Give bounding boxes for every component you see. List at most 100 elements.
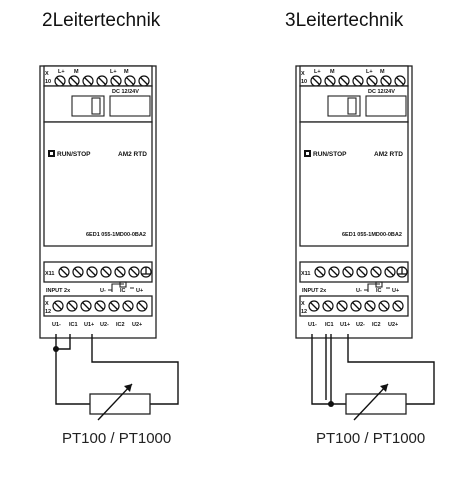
svg-text:X: X bbox=[301, 301, 305, 307]
ground-icon bbox=[140, 266, 152, 278]
terminal-screw-icon bbox=[136, 300, 148, 312]
supply-block bbox=[365, 95, 407, 117]
model-label: AM2 RTD bbox=[118, 151, 147, 158]
run-stop-label: RUN/STOP bbox=[313, 151, 347, 158]
bridge-wire bbox=[56, 334, 71, 350]
terminal-screw-icon bbox=[128, 266, 140, 278]
supply-block bbox=[109, 95, 151, 117]
order-number: 6ED1 055-1MD00-0BA2 bbox=[86, 232, 146, 238]
front-panel bbox=[299, 121, 409, 247]
rtd-sensor bbox=[345, 393, 407, 415]
terminal-screw-icon bbox=[108, 300, 120, 312]
input-rtd-symbol-icon bbox=[364, 283, 390, 292]
front-panel bbox=[43, 121, 153, 247]
supply-label: DC 12/24V bbox=[112, 89, 139, 95]
middle-terminal-id: X11 bbox=[301, 271, 310, 277]
wire-lower bbox=[55, 334, 90, 405]
bottom-terminal-id: 12 bbox=[45, 309, 51, 315]
terminal-label-m-1: M bbox=[74, 69, 79, 75]
run-stop-label: RUN/STOP bbox=[57, 151, 91, 158]
terminal-screw-icon bbox=[394, 75, 406, 87]
terminal-screw-icon bbox=[310, 75, 322, 87]
input-symbol-u-minus: U- bbox=[356, 288, 362, 294]
rtd-sensor bbox=[89, 393, 151, 415]
wiring-2-wire bbox=[53, 334, 179, 421]
sensor-caption-3-wire: PT100 / PT1000 bbox=[316, 430, 426, 447]
terminal-screw-icon bbox=[366, 75, 378, 87]
input-symbol-u-plus: U+ bbox=[392, 288, 399, 294]
diagram-title-3-wire: 3Leitertechnik bbox=[285, 10, 404, 31]
terminal-label-lplus-1: L+ bbox=[58, 69, 65, 75]
bottom-label-ic2: IC2 bbox=[116, 322, 125, 328]
wire-u1-minus bbox=[311, 334, 346, 405]
connector-slot bbox=[71, 95, 105, 117]
terminal-screw-icon bbox=[380, 75, 392, 87]
sensor-caption-2-wire: PT100 / PT1000 bbox=[62, 430, 172, 447]
terminal-screw-icon bbox=[350, 300, 362, 312]
terminal-screw-icon bbox=[364, 300, 376, 312]
terminal-screw-icon bbox=[66, 300, 78, 312]
input-label: INPUT 2x bbox=[46, 288, 71, 294]
terminal-screw-icon bbox=[80, 300, 92, 312]
terminal-screw-icon bbox=[94, 300, 106, 312]
terminal-screw-icon bbox=[110, 75, 122, 87]
terminal-screw-icon bbox=[378, 300, 390, 312]
input-symbol-u-minus: U- bbox=[100, 288, 106, 294]
terminal-screw-icon bbox=[58, 266, 70, 278]
terminal-screw-icon bbox=[356, 266, 368, 278]
terminal-screw-icon bbox=[72, 266, 84, 278]
ground-icon bbox=[396, 266, 408, 278]
model-label: AM2 RTD bbox=[374, 151, 403, 158]
terminal-label-m-2: M bbox=[380, 69, 385, 75]
wiring-3-wire bbox=[311, 334, 435, 421]
terminal-screw-icon bbox=[392, 300, 404, 312]
bottom-label-u1-minus: U1- bbox=[52, 322, 61, 328]
terminal-screw-icon bbox=[322, 300, 334, 312]
terminal-label-lplus-1: L+ bbox=[314, 69, 321, 75]
diagram-title-2-wire: 2Leitertechnik bbox=[42, 10, 161, 31]
supply-label: DC 12/24V bbox=[368, 89, 395, 95]
svg-text:10: 10 bbox=[301, 79, 307, 85]
terminal-screw-icon bbox=[308, 300, 320, 312]
svg-text:X: X bbox=[45, 301, 49, 307]
input-symbol-ic: IC bbox=[120, 288, 126, 294]
terminal-screw-icon bbox=[328, 266, 340, 278]
terminal-label-lplus-2: L+ bbox=[110, 69, 117, 75]
terminal-label-m-2: M bbox=[124, 69, 129, 75]
connector-slot bbox=[327, 95, 361, 117]
middle-terminal-strip bbox=[299, 261, 409, 283]
svg-text:10: 10 bbox=[45, 79, 51, 85]
middle-terminal-strip bbox=[43, 261, 153, 283]
terminal-screw-icon bbox=[384, 266, 396, 278]
terminal-screw-icon bbox=[324, 75, 336, 87]
terminal-screw-icon bbox=[52, 300, 64, 312]
variable-resistor-arrow-icon bbox=[97, 383, 133, 421]
bottom-label-ic1: IC1 bbox=[325, 322, 334, 328]
terminal-label-m-1: M bbox=[330, 69, 335, 75]
input-rtd-symbol-icon bbox=[108, 283, 134, 292]
terminal-screw-icon bbox=[122, 300, 134, 312]
terminal-screw-icon bbox=[114, 266, 126, 278]
logo-module: X 10 L+ M L+ M DC 12/24V RUN/STOP AM2 RT… bbox=[295, 65, 413, 339]
terminal-screw-icon bbox=[352, 75, 364, 87]
input-label: INPUT 2x bbox=[302, 288, 327, 294]
input-symbol-u-plus: U+ bbox=[136, 288, 143, 294]
junction-dot bbox=[53, 346, 59, 352]
bottom-label-ic2: IC2 bbox=[372, 322, 381, 328]
bottom-label-u2-plus: U2+ bbox=[132, 322, 142, 328]
bottom-label-u2-plus: U2+ bbox=[388, 322, 398, 328]
terminal-screw-icon bbox=[342, 266, 354, 278]
terminal-screw-icon bbox=[86, 266, 98, 278]
bottom-label-u1-minus: U1- bbox=[308, 322, 317, 328]
terminal-label-lplus-2: L+ bbox=[366, 69, 373, 75]
svg-text:X: X bbox=[301, 71, 305, 77]
bottom-terminal-id: 12 bbox=[301, 309, 307, 315]
wire-u1-plus bbox=[347, 334, 435, 405]
bottom-label-u1-plus: U1+ bbox=[340, 322, 350, 328]
variable-resistor-arrow-icon bbox=[353, 383, 389, 421]
terminal-screw-icon bbox=[314, 266, 326, 278]
logo-module: X 10 L+ M L+ M DC 12/24V RUN/STOP AM2 RT… bbox=[39, 65, 157, 339]
